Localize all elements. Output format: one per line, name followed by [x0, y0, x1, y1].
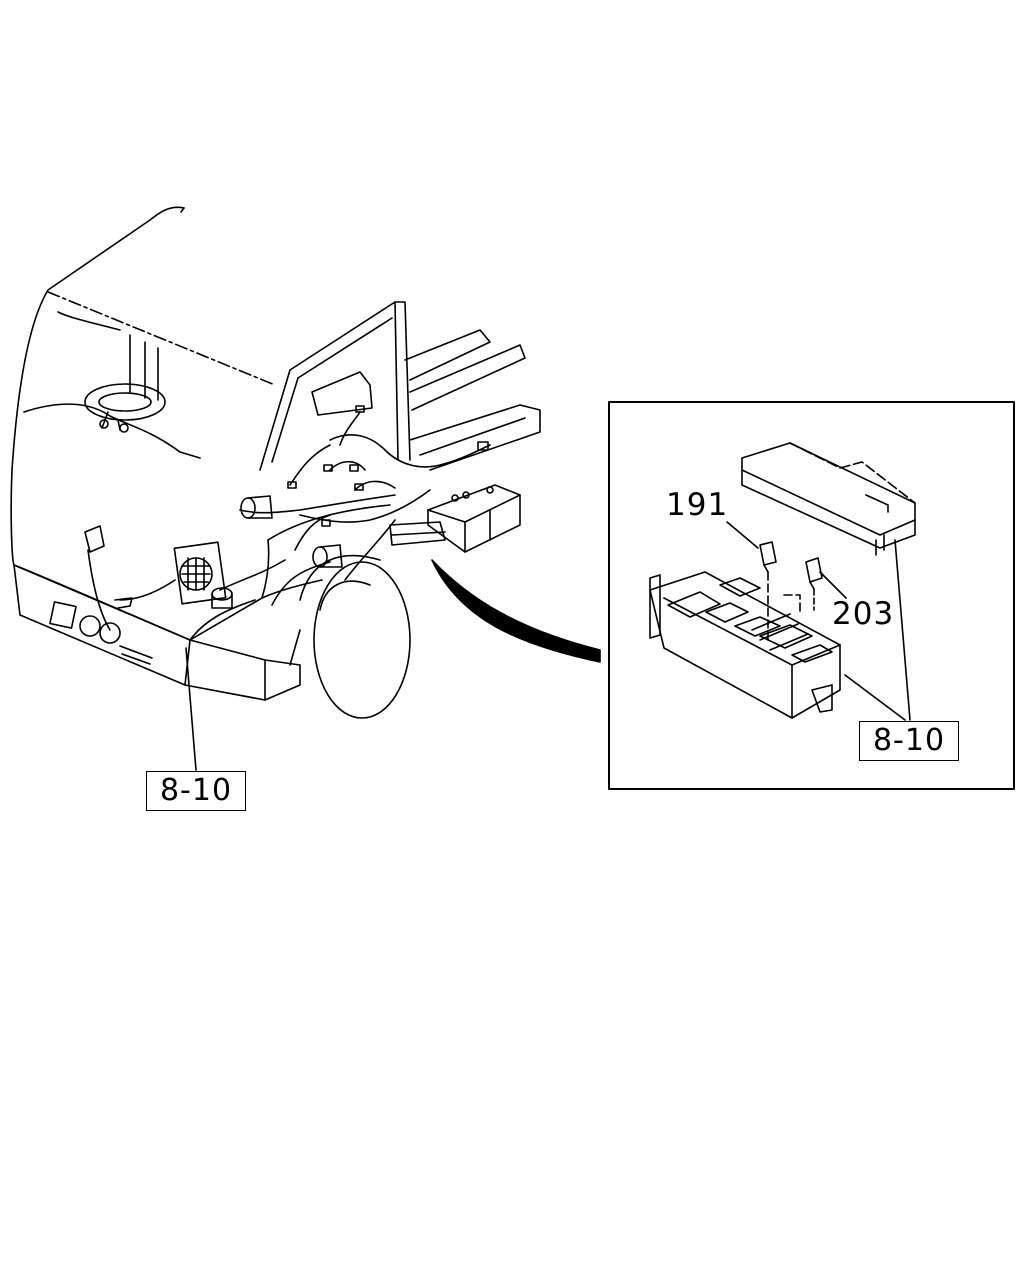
truck-cab	[10, 206, 541, 719]
callout-203: 203	[832, 596, 895, 632]
leader-line-left	[185, 647, 197, 771]
detail-arrow	[431, 559, 601, 663]
wiring-harness	[87, 405, 491, 631]
relay-203	[805, 557, 823, 590]
reference-label-right: 8-10	[859, 721, 959, 761]
detail-frame	[608, 401, 1015, 790]
relay-191	[759, 541, 777, 573]
fuse-box-detail	[649, 442, 916, 721]
engine-components	[84, 484, 521, 609]
callout-191: 191	[666, 487, 729, 523]
reference-label-left: 8-10	[146, 771, 246, 811]
battery	[427, 484, 521, 553]
